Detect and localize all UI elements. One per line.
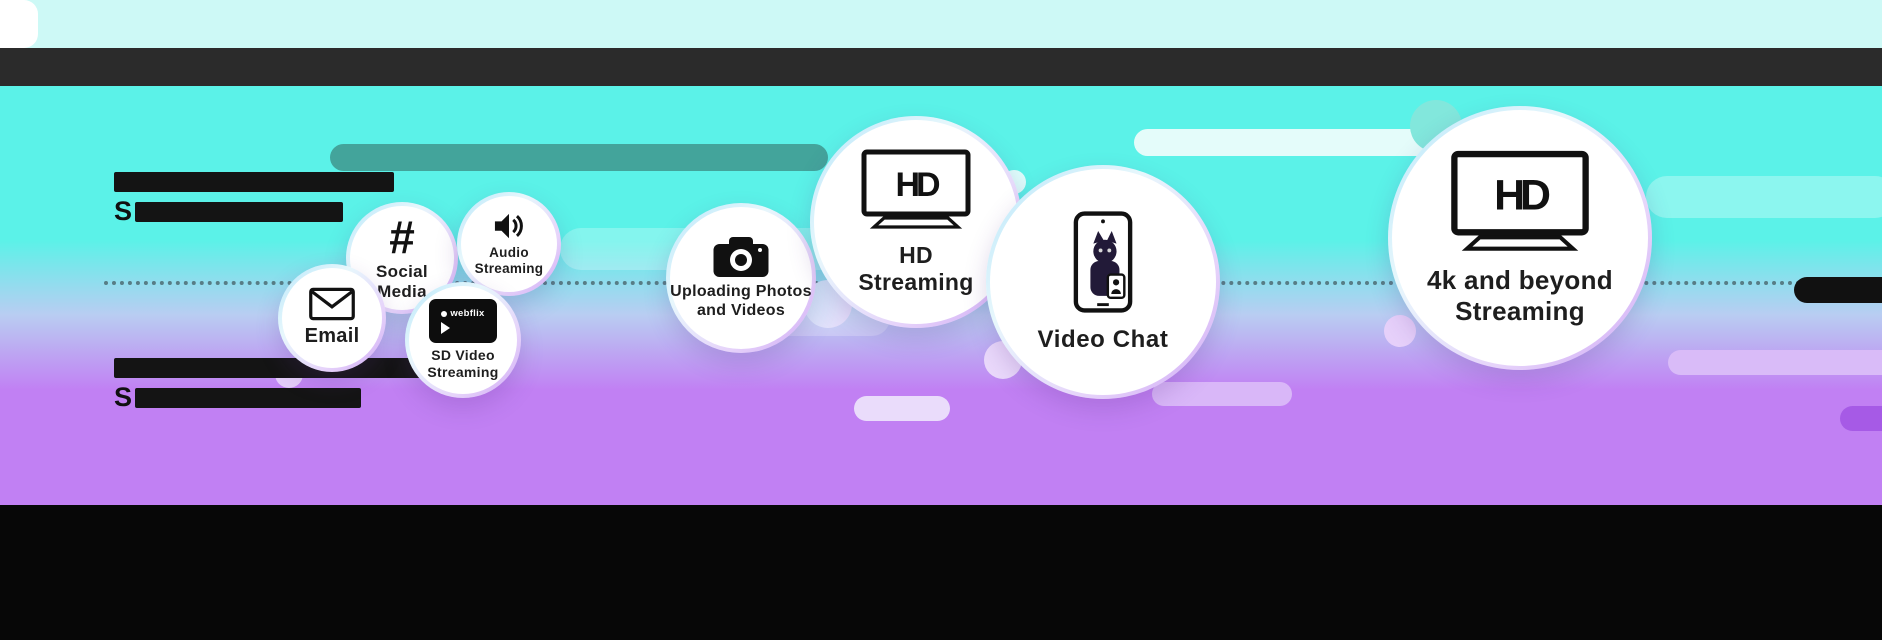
bubble-video-chat: Video Chat [986,165,1220,399]
bubble-upload-inner: Uploading Photos and Videos [670,207,812,349]
camera-icon [713,237,769,278]
bubble-label: SD Video Streaming [427,347,499,380]
play-icon [441,322,450,335]
redacted-text-bar [114,358,426,378]
redacted-text-bar [135,201,344,222]
redacted-text-bar [114,172,394,192]
heading-initial: S [114,196,133,226]
phone-video-chat-icon [1073,211,1133,313]
heading-initial: S [114,382,133,412]
redacted-text-bar [135,387,362,408]
bubble-email: Email [278,264,386,372]
player-brand-text: webflix [450,308,485,320]
hashtag-icon: # [389,210,415,263]
svg-text:HD: HD [895,166,940,204]
bubble-uploading-photos: Uploading Photos and Videos [666,203,816,353]
bubble-hd-inner: HD HD Streaming [814,120,1018,324]
hd-tv-icon: HD [1451,151,1589,252]
speaker-icon [494,213,523,239]
heading-block-top: S [114,172,394,225]
bubble-label: Email [304,325,360,348]
decor-bubble [1384,315,1416,347]
bubble-hd-streaming: HD HD Streaming [810,116,1022,328]
top-left-corner [0,0,38,48]
redacted-text-line: S [114,198,394,225]
player-brand-row: webflix [441,308,484,319]
bubble-audio-streaming: Audio Streaming [457,192,561,296]
white-speed-pill [1134,129,1446,156]
bubble-audio-inner: Audio Streaming [461,196,557,292]
bubble-label: Audio Streaming [474,245,544,276]
lavender-speed-pill [1668,350,1882,375]
bubble-label: Uploading Photos and Videos [670,283,812,319]
video-player-icon: webflix [429,299,497,344]
bubble-label: Video Chat [1037,325,1169,353]
light-streak [1646,176,1882,218]
purple-speed-pill [1840,406,1882,431]
bubble-label: HD Streaming [858,241,974,295]
bubble-label: Social Media [376,261,428,301]
record-dot-icon [441,310,448,317]
heading-block-bottom: S [114,358,426,411]
bubble-4k-inner: HD 4k and beyond Streaming [1392,110,1648,366]
envelope-icon [309,287,355,321]
lavender-speed-pill [1152,382,1292,406]
teal-speed-pill [330,144,828,171]
bubble-sd-inner: webflix SD Video Streaming [409,286,517,394]
lavender-speed-pill [854,396,950,421]
bubble-4k-streaming: HD 4k and beyond Streaming [1388,106,1652,370]
bubble-video-chat-inner: Video Chat [990,169,1216,395]
right-edge-black-pill [1794,277,1882,303]
redacted-text-line: S [114,384,426,411]
svg-text:HD: HD [1494,172,1550,220]
bubble-label: 4k and beyond Streaming [1427,265,1613,326]
bubble-sd-video-streaming: webflix SD Video Streaming [405,282,521,398]
bubble-email-inner: Email [282,268,382,368]
hd-tv-icon: HD [861,149,971,229]
